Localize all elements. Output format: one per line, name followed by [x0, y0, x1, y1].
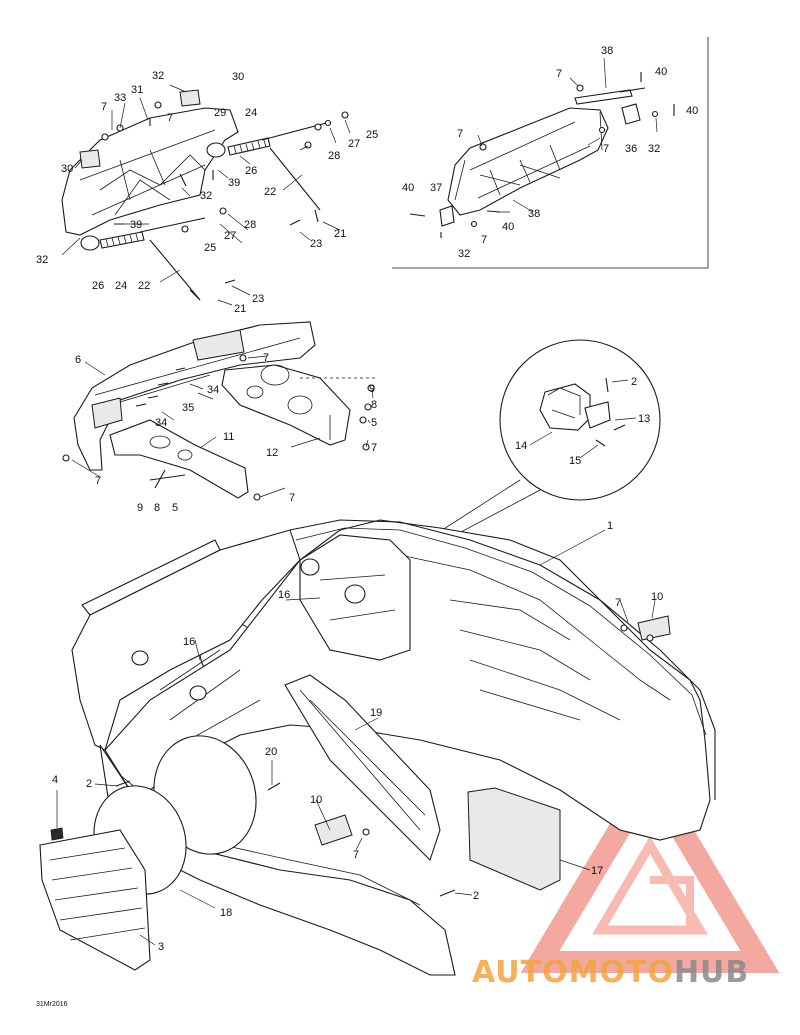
callout-34: 34 [207, 384, 219, 396]
callout-2: 2 [631, 376, 637, 388]
callout-7: 7 [95, 475, 101, 487]
callout-35: 35 [182, 402, 194, 414]
callout-39: 39 [228, 177, 240, 189]
callout-23: 23 [252, 293, 264, 305]
callout-10: 10 [310, 794, 322, 806]
callout-33: 33 [114, 92, 126, 104]
callout-27: 27 [348, 138, 360, 150]
callout-8: 8 [371, 399, 377, 411]
callout-34: 34 [155, 417, 167, 429]
callout-26: 26 [92, 280, 104, 292]
callout-6: 6 [75, 354, 81, 366]
callout-5: 5 [172, 502, 178, 514]
callout-22: 22 [138, 280, 150, 292]
callout-1: 1 [607, 520, 613, 532]
inset-box-crossmember-variant [392, 37, 709, 269]
callout-20: 20 [265, 746, 277, 758]
callout-29: 29 [214, 107, 226, 119]
callout-23: 23 [310, 238, 322, 250]
callout-7: 7 [263, 352, 269, 364]
callout-28: 28 [244, 219, 256, 231]
callout-32: 32 [36, 254, 48, 266]
callout-24: 24 [245, 107, 257, 119]
callout-32: 32 [458, 248, 470, 260]
callout-21: 21 [234, 303, 246, 315]
callout-30: 30 [232, 71, 244, 83]
callout-labels: 32 30 33 31 7 7 29 24 25 27 28 26 30 39 … [36, 45, 698, 1008]
callout-40: 40 [402, 182, 414, 194]
callout-14: 14 [515, 440, 527, 452]
callout-27: 27 [224, 230, 236, 242]
callout-12: 12 [266, 447, 278, 459]
watermark-text: AUTOMOTOHUB [472, 955, 749, 990]
callout-7: 7 [457, 128, 463, 140]
callout-11: 11 [223, 431, 234, 443]
callout-7: 7 [101, 101, 107, 113]
callout-36: 36 [625, 143, 637, 155]
callout-7: 7 [167, 112, 173, 124]
callout-32: 32 [200, 190, 212, 202]
callout-17: 17 [591, 865, 603, 877]
callout-7: 7 [353, 849, 359, 861]
callout-3: 3 [158, 941, 164, 953]
callout-32: 32 [648, 143, 660, 155]
callout-7: 7 [603, 143, 609, 155]
callout-7: 7 [371, 442, 377, 454]
callout-40: 40 [686, 105, 698, 117]
callout-25: 25 [366, 129, 378, 141]
callout-30: 30 [61, 163, 73, 175]
callout-18: 18 [220, 907, 232, 919]
callout-4: 4 [52, 774, 58, 786]
callout-40: 40 [502, 221, 514, 233]
callout-5: 5 [371, 417, 377, 429]
drawing-code: 31Mr2016 [36, 1001, 68, 1008]
callout-2: 2 [86, 778, 92, 790]
callout-7: 7 [556, 68, 562, 80]
callout-9: 9 [369, 383, 375, 395]
callout-40: 40 [655, 66, 667, 78]
callout-8: 8 [154, 502, 160, 514]
callout-7: 7 [481, 234, 487, 246]
callout-9: 9 [137, 502, 143, 514]
main-frame-body [39, 519, 716, 976]
callout-15: 15 [569, 455, 581, 467]
callout-26: 26 [245, 165, 257, 177]
callout-2: 2 [473, 890, 479, 902]
callout-7: 7 [289, 492, 295, 504]
svg-text:AUTOMOTOHUB: AUTOMOTOHUB [472, 955, 749, 990]
callout-7: 7 [615, 597, 621, 609]
watermark-text-automoto: AUTOMOTO [472, 955, 674, 990]
callout-39: 39 [130, 219, 142, 231]
callout-16: 16 [278, 589, 290, 601]
callout-38: 38 [601, 45, 613, 57]
upper-crossmember-assembly [61, 84, 351, 306]
callout-37: 37 [430, 182, 442, 194]
callout-19: 19 [370, 707, 382, 719]
callout-25: 25 [204, 242, 216, 254]
callout-32: 32 [152, 70, 164, 82]
callout-38: 38 [528, 208, 540, 220]
watermark-logo [520, 756, 780, 973]
callout-22: 22 [264, 186, 276, 198]
front-bracket-assembly [62, 321, 375, 501]
callout-13: 13 [638, 413, 650, 425]
callout-24: 24 [115, 280, 127, 292]
callout-10: 10 [651, 591, 663, 603]
callout-28: 28 [328, 150, 340, 162]
watermark-text-hub: HUB [674, 955, 749, 990]
callout-31: 31 [131, 84, 143, 96]
callout-16: 16 [183, 636, 195, 648]
callout-21: 21 [334, 228, 346, 240]
